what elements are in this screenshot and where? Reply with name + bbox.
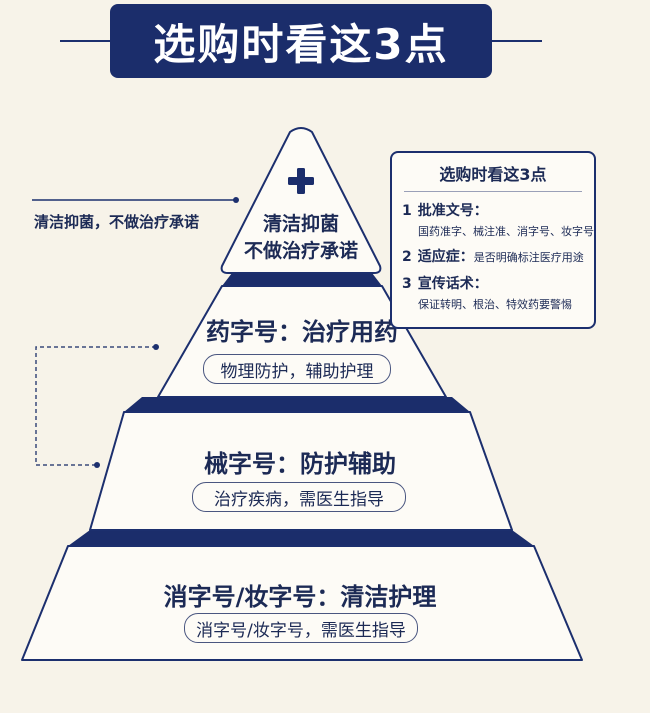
tier-3-pill: 消字号/妆字号，需医生指导 — [184, 613, 418, 643]
info-item-1-detail: 国药准字、械注准、消字号、妆字号 — [418, 225, 594, 238]
info-item-1-number: 1 — [402, 203, 412, 219]
title-rule-left — [60, 40, 112, 42]
info-item-1: 1 批准文号： 国药准字、械注准、消字号、妆字号 — [402, 200, 594, 239]
apex-label-line1: 清洁抑菌 — [262, 213, 339, 235]
apex-connector-dot — [233, 197, 239, 203]
band-tier1 — [124, 397, 470, 412]
info-item-3-heading: 宣传话术： — [417, 276, 488, 292]
tier-bracket-dot-top — [153, 344, 159, 350]
apex-label-line2: 不做治疗承诺 — [243, 240, 358, 262]
info-item-3-number: 3 — [402, 276, 412, 292]
info-card: 选购时看这3点 1 批准文号： 国药准字、械注准、消字号、妆字号 2 适应症：是否明… — [390, 151, 596, 329]
tier-1-pill: 物理防护，辅助护理 — [203, 354, 391, 384]
tier-1-title: 药字号：治疗用药 — [206, 318, 398, 346]
page-title: 选购时看这3点 — [110, 4, 492, 78]
title-rule-right — [492, 40, 542, 42]
tier-2-pill: 治疗疾病，需医生指导 — [192, 482, 406, 512]
tier-bracket-line — [35, 346, 156, 466]
plus-icon — [288, 168, 314, 194]
tier-3-title: 消字号/妆字号：清洁护理 — [163, 583, 437, 611]
tier-bracket-dot-bottom — [94, 462, 100, 468]
info-item-3-detail: 保证转明、根治、特效药要警惕 — [418, 298, 572, 311]
info-card-title: 选购时看这3点 — [439, 165, 547, 184]
info-item-2-detail: 是否明确标注医疗用途 — [473, 251, 584, 264]
tier-3-shape — [21, 545, 583, 661]
info-card-divider — [404, 191, 582, 192]
band-tier2 — [68, 530, 534, 546]
info-item-2-number: 2 — [402, 249, 412, 265]
side-note: 清洁抑菌，不做治疗承诺 — [34, 213, 200, 231]
info-item-2: 2 适应症：是否明确标注医疗用途 — [402, 246, 584, 266]
info-item-1-heading: 批准文号： — [417, 203, 488, 219]
apex-shape — [220, 127, 382, 274]
tier-2-title: 械字号：防护辅助 — [204, 450, 396, 478]
info-item-2-heading: 适应症： — [417, 249, 474, 265]
band-apex — [222, 273, 382, 286]
info-item-3: 3 宣传话术： 保证转明、根治、特效药要警惕 — [402, 273, 584, 312]
